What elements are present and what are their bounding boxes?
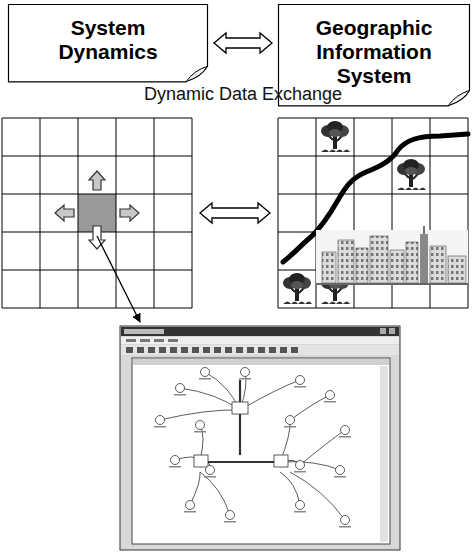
double-arrow — [200, 203, 270, 223]
double-arrow — [214, 33, 272, 53]
document-box: System Dynamics — [8, 4, 208, 82]
leader-line — [97, 236, 140, 322]
software-screenshot — [120, 326, 400, 550]
box-title: System Dynamics — [8, 4, 208, 78]
map-grid — [278, 118, 468, 308]
cell-grid — [2, 118, 192, 308]
exchange-label: Dynamic Data Exchange — [144, 84, 342, 105]
city-skyline — [316, 226, 468, 285]
